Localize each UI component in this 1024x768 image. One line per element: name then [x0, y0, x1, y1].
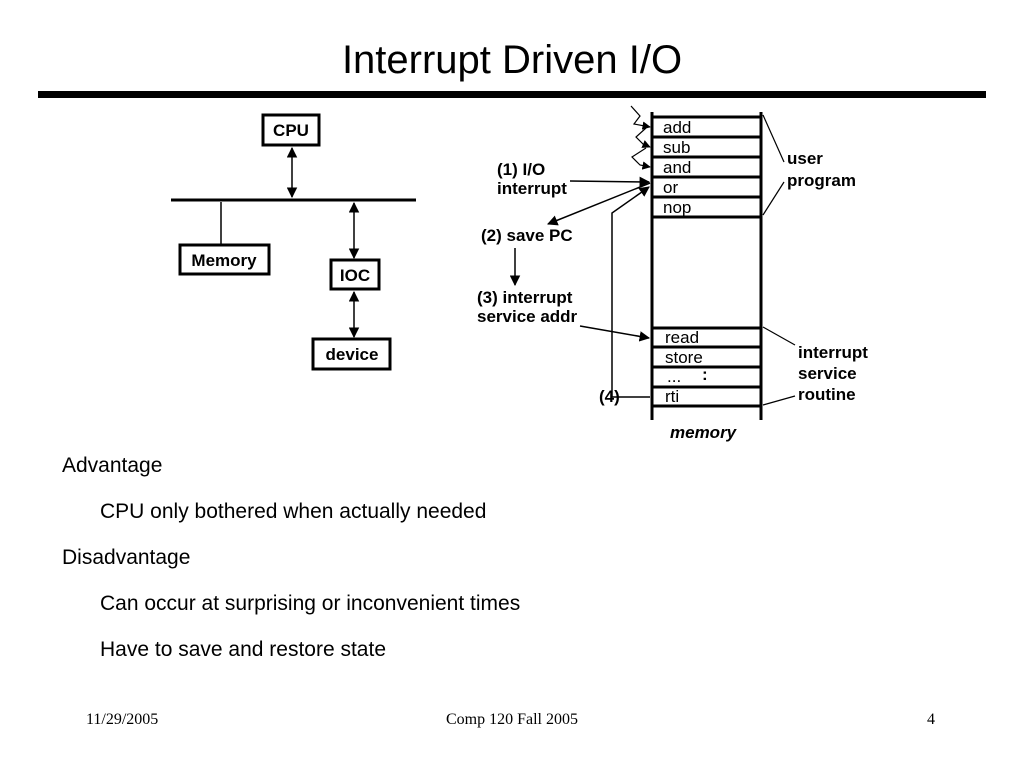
ioc-label: IOC — [340, 266, 370, 285]
save-pc-arrow — [547, 182, 651, 226]
title-underline — [38, 91, 986, 98]
user-program-label: user — [787, 149, 823, 168]
bracket-line — [762, 395, 796, 406]
step-4-label: (4) — [599, 387, 620, 406]
bullet-disadvantage: Disadvantage — [62, 546, 191, 569]
mem-instruction: add — [663, 118, 691, 137]
footer-date: 11/29/2005 — [86, 711, 159, 728]
memory-box — [178, 243, 271, 276]
bullet-disadvantage-detail: Have to save and restore state — [100, 638, 386, 661]
flow-arrow — [631, 147, 651, 170]
step-3-label: (3) interrupt — [477, 288, 573, 307]
mem-continuation: : — [702, 365, 708, 384]
user-program-bracket: user program — [762, 114, 856, 216]
system-diagram: CPU Memory IOC device — [171, 113, 416, 371]
mem-instruction: store — [665, 348, 703, 367]
isr-bracket: interrupt service routine — [762, 326, 868, 406]
step-2-label: (2) save PC — [481, 226, 573, 245]
mem-instruction: sub — [663, 138, 690, 157]
bullet-advantage: Advantage — [62, 454, 163, 477]
flow-arrow — [630, 105, 651, 130]
device-box — [311, 337, 392, 371]
user-program-label: program — [787, 171, 856, 190]
footer-page-number: 4 — [927, 711, 935, 728]
program-flow-arrows — [630, 105, 651, 170]
mem-instruction: or — [663, 178, 678, 197]
step-1-label: (1) I/O — [497, 160, 545, 179]
isr-label: routine — [798, 385, 856, 404]
mem-instruction: rti — [665, 387, 679, 406]
bracket-line — [762, 326, 796, 346]
memory-label: Memory — [191, 251, 257, 270]
mem-instruction: and — [663, 158, 691, 177]
step-1-label: interrupt — [497, 179, 567, 198]
cpu-box — [261, 113, 321, 147]
return-arrow — [611, 186, 650, 398]
isr-label: service — [798, 364, 857, 383]
mem-instruction: ... — [667, 367, 681, 386]
interrupt-steps: (1) I/O interrupt (2) save PC (3) interr… — [477, 160, 651, 406]
flow-arrow — [635, 127, 651, 148]
step-1-arrow — [569, 176, 651, 188]
bracket-line — [762, 181, 785, 216]
mem-instruction: read — [665, 328, 699, 347]
isr-label: interrupt — [798, 343, 868, 362]
cpu-label: CPU — [273, 121, 309, 140]
bullet-disadvantage-detail: Can occur at surprising or inconvenient … — [100, 592, 521, 615]
memory-column: add sub and or nop read store ... : rti … — [650, 112, 763, 442]
ioc-box — [329, 258, 381, 291]
step-3-arrow — [579, 325, 651, 342]
bullet-advantage-detail: CPU only bothered when actually needed — [100, 500, 487, 523]
bracket-line — [762, 114, 785, 163]
memory-caption: memory — [670, 423, 738, 442]
footer-course: Comp 120 Fall 2005 — [445, 711, 578, 728]
slide-title: Interrupt Driven I/O — [341, 38, 683, 82]
mem-instruction: nop — [663, 198, 691, 217]
step-3-label: service addr — [477, 307, 578, 326]
device-label: device — [326, 345, 379, 364]
